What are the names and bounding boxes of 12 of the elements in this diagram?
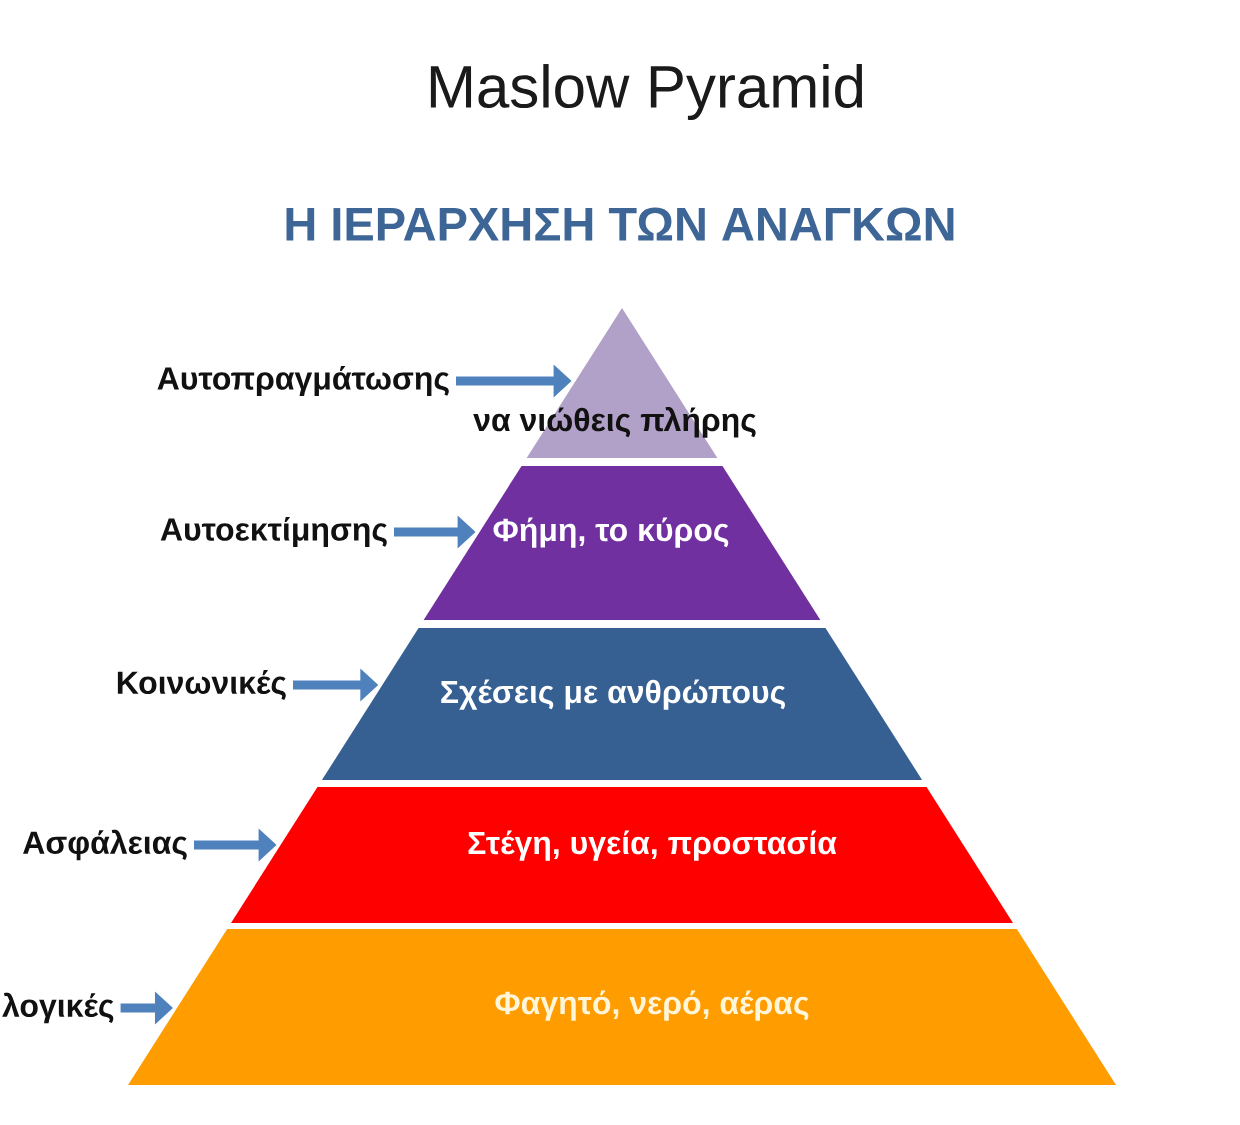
pyramid-level: Φήμη, το κύρος [423,466,821,620]
level-label: Κοινωνικές [117,670,286,700]
subtitle: Η ΙΕΡΑΡΧΗΣΗ ΤΩΝ ΑΝΑΓΚΩΝ [286,207,954,241]
pyramid-level: Σχέσεις με ανθρώπους [321,628,923,780]
level-label: λογικές [2,992,114,1024]
level-label: Ασφάλειας [23,829,187,861]
level-label: Αυτοπραγμάτωσης [157,365,449,397]
level-label: Αυτοεκτίμησης [160,516,387,548]
pyramid-level: να νιώθεις πλήρης [473,308,756,458]
pyramid-level: Στέγη, υγεία, προστασία [231,787,1013,923]
pyramid-level: Φαγητό, νερό, αέρας [128,929,1116,1085]
title: Maslow Pyramid [430,64,863,120]
